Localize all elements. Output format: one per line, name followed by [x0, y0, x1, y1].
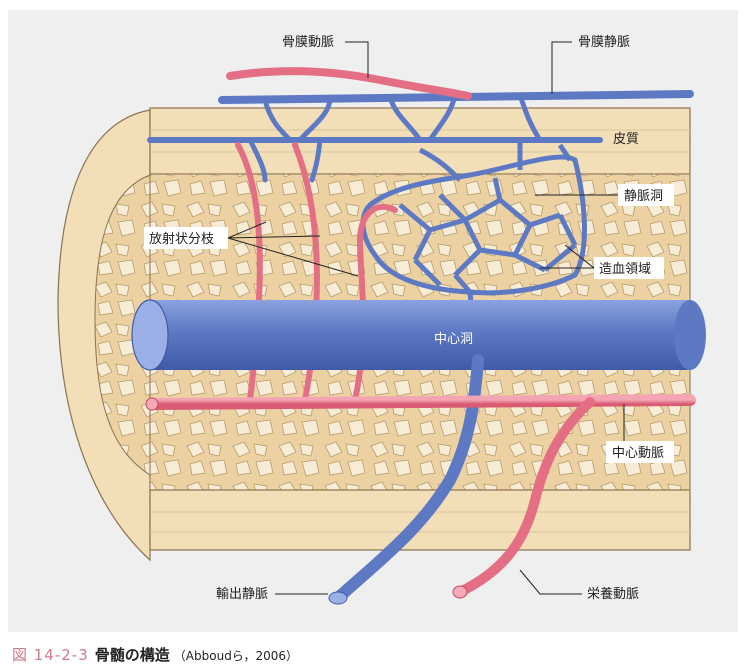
- emissary-vein-label: 輸出静脈: [216, 587, 268, 602]
- periosteal-vein-label: 骨膜静脈: [578, 35, 630, 50]
- central-artery: [145, 394, 696, 411]
- figure-title: 骨髄の構造: [94, 646, 170, 664]
- label-nutrient-artery: 栄養動脈: [519, 569, 639, 602]
- sinusoid-label: 静脈洞: [624, 189, 663, 204]
- central-artery-label: 中心動脈: [612, 446, 664, 461]
- central-sinus-label: 中心洞: [434, 332, 473, 347]
- label-cortex: 皮質: [613, 132, 639, 147]
- label-central-artery: 中心動脈: [606, 404, 674, 463]
- label-periosteal-artery: 骨膜動脈: [282, 35, 369, 78]
- nutrient-artery: [455, 397, 595, 597]
- label-periosteal-vein: 骨膜静脈: [551, 35, 630, 94]
- hematopoietic-area-label: 造血領域: [599, 261, 651, 277]
- cortex-label: 皮質: [613, 132, 639, 147]
- figure-source: （Abboudら，2006）: [173, 649, 298, 663]
- figure-number: 図 14-2-3: [12, 646, 89, 664]
- central-sinus: [131, 299, 706, 371]
- label-radial-branch: 放射状分枝: [144, 221, 359, 277]
- label-hematopoietic-area: 造血領域: [540, 244, 664, 279]
- label-central-sinus: 中心洞: [434, 332, 473, 347]
- label-emissary-vein: 輸出静脈: [216, 587, 328, 602]
- nutrient-artery-label: 栄養動脈: [587, 586, 639, 602]
- periosteal-artery: [226, 67, 472, 100]
- label-sinusoid: 静脈洞: [535, 184, 674, 206]
- radial-branch-label: 放射状分枝: [149, 231, 214, 247]
- figure-caption: 図 14-2-3 骨髄の構造（Abboudら，2006）: [12, 644, 298, 666]
- periosteal-artery-label: 骨膜動脈: [282, 35, 334, 50]
- bone-end-marrow: [94, 174, 151, 476]
